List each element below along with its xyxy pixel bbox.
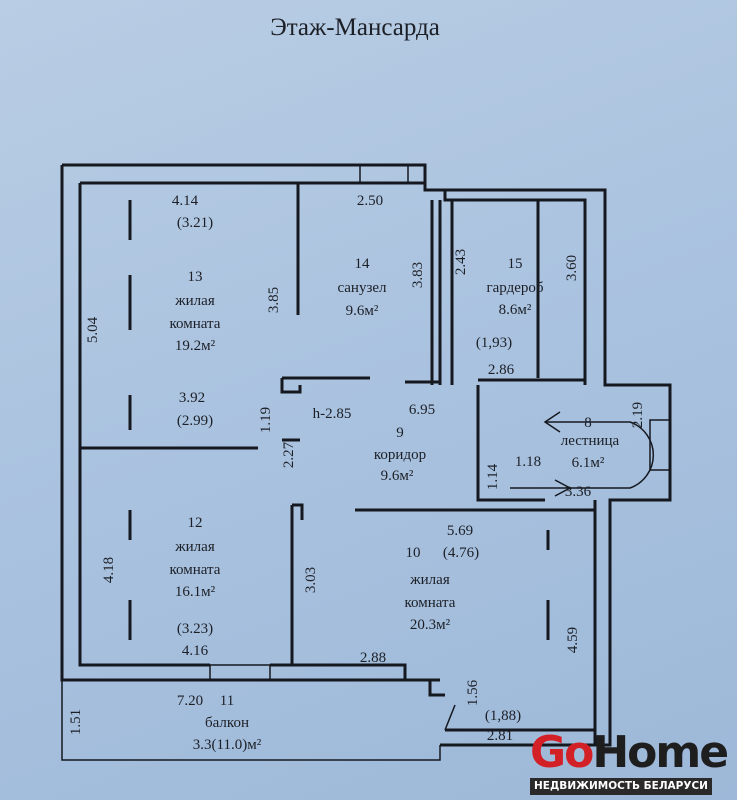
dimension: 3.83 <box>410 262 426 288</box>
room-number: 10 <box>406 545 421 561</box>
plan-title: Этаж-Мансарда <box>270 14 440 41</box>
room-11: 11 балкон 3.3(11.0)м² <box>193 693 262 753</box>
room-area: 20.3м² <box>410 617 451 633</box>
room-8: 8 лестница 6.1м² <box>561 415 620 471</box>
room-number: 8 <box>584 415 592 431</box>
dimensions: 4.14 (3.21) 5.04 3.85 2.50 3.83 2.43 3.6… <box>68 193 646 744</box>
dimension: 2.86 <box>488 362 515 378</box>
dimension: (4.76) <box>443 545 479 561</box>
room-type: лестница <box>561 433 620 449</box>
dimension: 2.50 <box>357 193 383 209</box>
dimension: 2.43 <box>453 249 469 275</box>
room-area: 8.6м² <box>499 302 532 318</box>
dimension: 2.19 <box>630 402 646 428</box>
dimension: 1.51 <box>68 709 84 735</box>
room-number: 13 <box>188 269 203 285</box>
watermark-tagline: НЕДВИЖИМОСТЬ БЕЛАРУСИ <box>530 778 712 795</box>
room-13: 13 жилая комната 19.2м² <box>170 269 221 354</box>
room-12: 12 жилая комната 16.1м² <box>170 515 221 600</box>
room-number: 9 <box>396 425 404 441</box>
room-9: h-2.85 9 коридор 9.6м² <box>313 406 426 484</box>
gohome-watermark: GoHome НЕДВИЖИМОСТЬ БЕЛАРУСИ <box>530 731 729 795</box>
room-number: 11 <box>220 693 234 709</box>
dimension: 4.14 <box>172 193 199 209</box>
room-type: балкон <box>205 715 249 731</box>
room-type: коридор <box>374 447 426 463</box>
room-number: 14 <box>355 256 371 272</box>
ceiling-height: h-2.85 <box>313 406 352 422</box>
dimension: 3.85 <box>266 287 282 313</box>
dimension: 4.16 <box>182 643 209 659</box>
dimension: 1.19 <box>258 407 274 433</box>
walls <box>60 163 672 761</box>
dimension: 2.88 <box>360 650 386 666</box>
dimension: 3.36 <box>565 484 592 500</box>
room-type: комната <box>170 316 221 332</box>
room-area: 16.1м² <box>175 584 216 600</box>
dimension: (1,88) <box>485 708 521 724</box>
dimension: 5.69 <box>447 523 473 539</box>
room-area: 9.6м² <box>346 303 379 319</box>
dimension: 3.60 <box>564 255 580 281</box>
dimension: 1.56 <box>465 679 481 706</box>
dimension: (1,93) <box>476 335 512 351</box>
dimension: (3.23) <box>177 621 213 637</box>
watermark-logo: GoHome <box>530 731 729 775</box>
dimension: 4.18 <box>101 557 117 583</box>
dimension: 7.20 <box>177 693 203 709</box>
dimension: (2.99) <box>177 413 213 429</box>
dimension: 1.18 <box>515 454 541 470</box>
dimension: 2.27 <box>281 441 297 468</box>
dimension: 4.59 <box>565 627 581 653</box>
room-type: комната <box>405 595 456 611</box>
room-type: комната <box>170 562 221 578</box>
room-type: жилая <box>174 539 215 555</box>
room-type: санузел <box>337 280 387 296</box>
watermark-go: Go <box>530 727 594 778</box>
dimension: 6.95 <box>409 402 435 418</box>
room-15: 15 гардероб 8.6м² <box>486 256 543 318</box>
room-number: 12 <box>188 515 203 531</box>
room-type: гардероб <box>486 280 543 296</box>
dimension: 5.04 <box>85 316 101 343</box>
room-area: 6.1м² <box>572 455 605 471</box>
room-number: 15 <box>508 256 523 272</box>
room-type: жилая <box>174 293 215 309</box>
room-area: 9.6м² <box>381 468 414 484</box>
room-area: 3.3(11.0)м² <box>193 737 262 753</box>
dimension: 2.81 <box>487 728 513 744</box>
room-10: 10 жилая комната 20.3м² <box>405 545 456 633</box>
dimension: 3.03 <box>303 567 319 593</box>
room-14: 14 санузел 9.6м² <box>337 256 387 319</box>
watermark-home: Home <box>592 727 729 778</box>
dimension: 3.92 <box>179 390 205 406</box>
room-area: 19.2м² <box>175 338 216 354</box>
dimension: 1.14 <box>485 463 501 490</box>
room-type: жилая <box>409 572 450 588</box>
dimension: (3.21) <box>177 215 213 231</box>
